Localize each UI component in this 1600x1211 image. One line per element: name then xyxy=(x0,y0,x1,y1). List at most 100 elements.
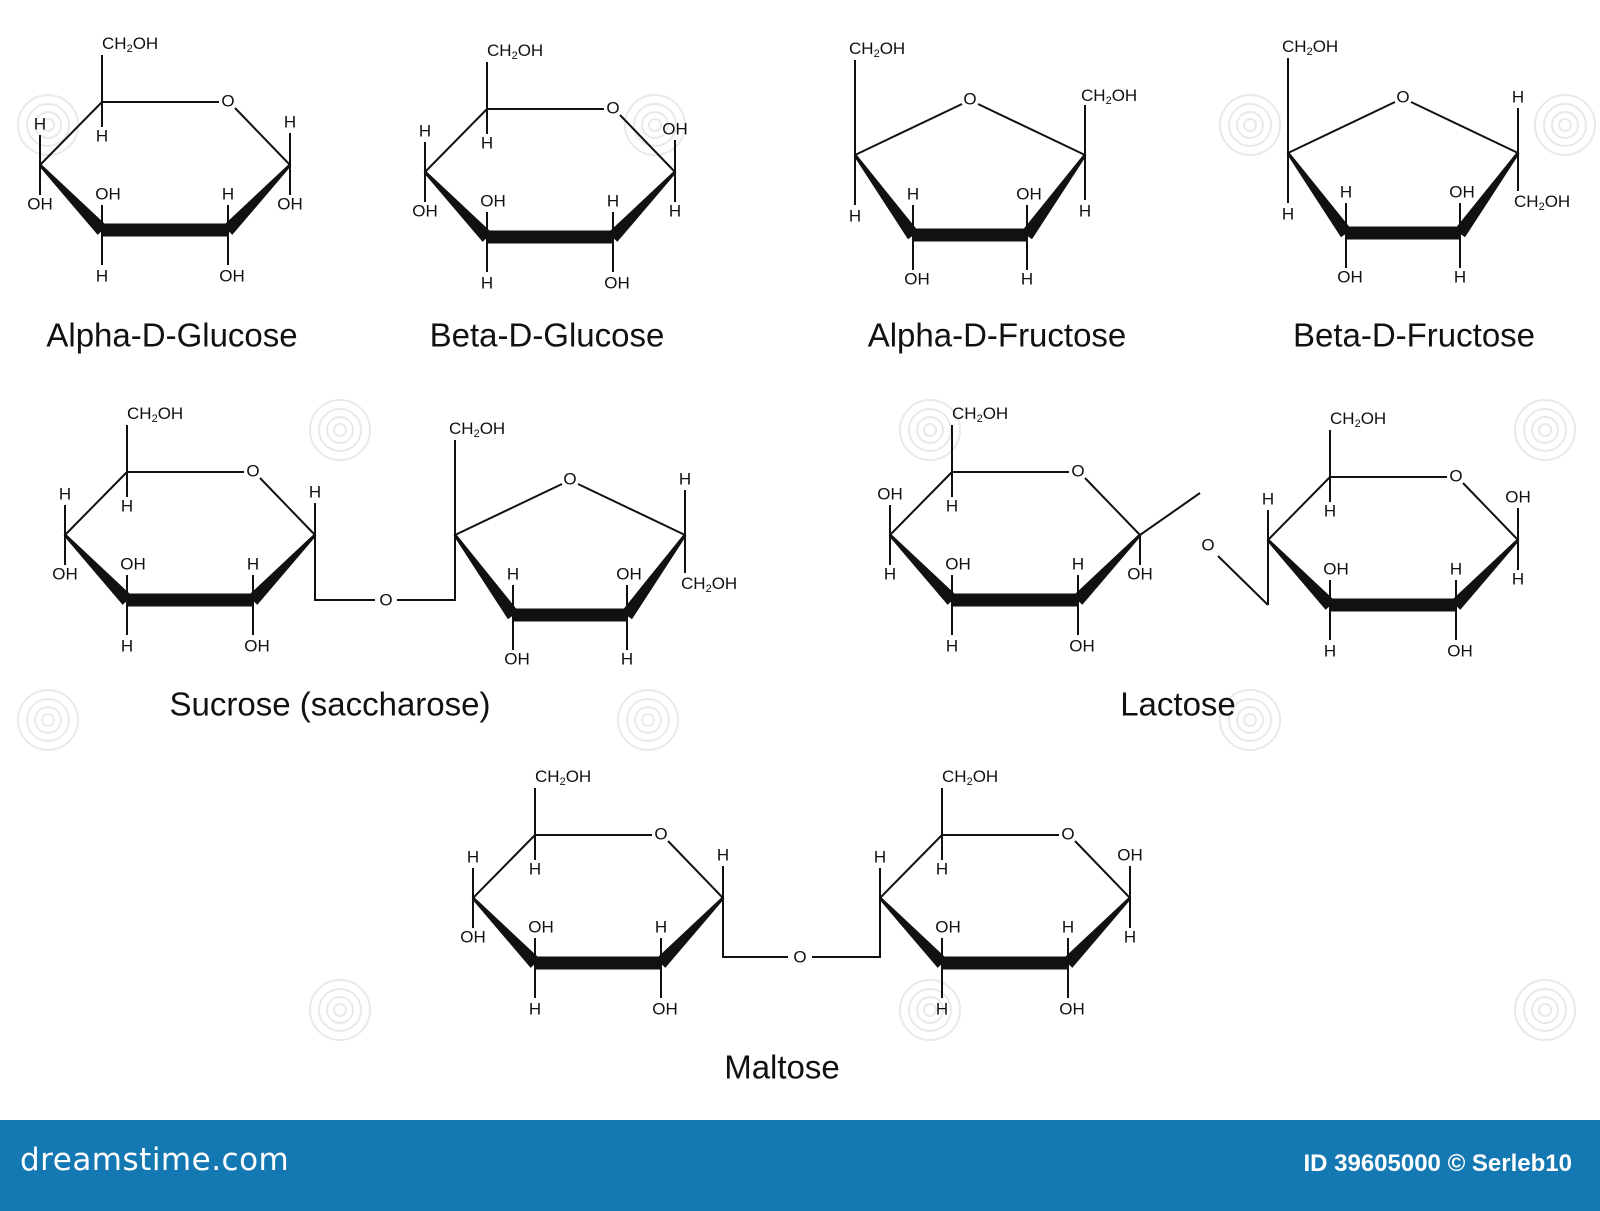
hydroxyl-label: OH xyxy=(95,184,121,203)
watermark-spiral xyxy=(899,979,961,1041)
watermark-ring xyxy=(1531,996,1559,1024)
watermark-ring xyxy=(1534,94,1596,156)
watermark-ring xyxy=(26,698,70,742)
watermark-spiral xyxy=(17,689,79,751)
hydrogen-label: H xyxy=(884,564,896,583)
watermark-spiral xyxy=(624,94,686,156)
hydroxyl-label: OH xyxy=(504,649,530,668)
footer-brand[interactable]: dreamstime.com xyxy=(20,1142,290,1178)
ring-oxygen-label: O xyxy=(379,590,392,609)
hydrogen-label: H xyxy=(222,184,234,203)
ring-oxygen-label: O xyxy=(963,89,976,108)
ch2oh-label: CH2OH xyxy=(127,404,183,424)
watermark-ring xyxy=(1228,103,1272,147)
watermark-ring xyxy=(899,979,961,1041)
bond-line xyxy=(234,107,291,166)
maltose-structure: O xyxy=(722,898,881,966)
ch2oh-label: CH2OH xyxy=(535,767,591,787)
hydrogen-label: H xyxy=(59,484,71,503)
hydrogen-label: H xyxy=(467,847,479,866)
watermark-spiral xyxy=(309,399,371,461)
hydroxyl-label: OH xyxy=(935,917,961,936)
hydroxyl-label: OH xyxy=(1059,999,1085,1018)
hydroxyl-label: OH xyxy=(945,554,971,573)
wedge-bond xyxy=(126,593,254,607)
ring-oxygen-label: O xyxy=(1071,461,1084,480)
hydroxyl-label: OH xyxy=(604,273,630,292)
hydrogen-label: H xyxy=(1512,569,1524,588)
hydroxyl-label: OH xyxy=(877,484,903,503)
hydrogen-label: H xyxy=(284,112,296,131)
hydrogen-label: H xyxy=(679,469,691,488)
hydrogen-label: H xyxy=(121,636,133,655)
watermark-ring xyxy=(633,103,677,147)
watermark-ring xyxy=(1236,706,1264,734)
ring-oxygen-label: O xyxy=(563,469,576,488)
ch2oh-label: CH2OH xyxy=(102,34,158,54)
ring-oxygen-label: O xyxy=(246,461,259,480)
bond-line xyxy=(1084,477,1141,536)
watermark-ring xyxy=(17,689,79,751)
bond-line xyxy=(397,535,456,601)
sucrose-structure: O xyxy=(314,535,456,609)
bond-line xyxy=(39,101,103,166)
hydroxyl-label: OH xyxy=(27,194,53,213)
watermark-ring xyxy=(309,979,371,1041)
lactose-structure: O xyxy=(1139,492,1269,606)
watermark-ring xyxy=(634,706,662,734)
hydrogen-label: H xyxy=(529,859,541,878)
wedge-bond xyxy=(912,228,1028,242)
watermark-ring xyxy=(641,713,655,727)
bond-line xyxy=(1217,555,1269,606)
wedge-bond xyxy=(534,956,662,970)
hydrogen-label: H xyxy=(1450,559,1462,578)
wedge-bond xyxy=(1345,226,1461,240)
hydroxyl-label: OH xyxy=(1127,564,1153,583)
hydroxyl-label: OH xyxy=(460,927,486,946)
watermark-spiral xyxy=(1219,689,1281,751)
bond-line xyxy=(314,535,375,601)
watermark-ring xyxy=(26,103,70,147)
watermark-ring xyxy=(923,423,937,437)
watermark-ring xyxy=(923,1003,937,1017)
ring-oxygen-label: O xyxy=(1396,87,1409,106)
watermark-ring xyxy=(648,118,662,132)
lactose-title: Lactose xyxy=(1120,686,1236,723)
watermark-ring xyxy=(34,706,62,734)
alpha-d-glucose-title: Alpha-D-Glucose xyxy=(46,317,297,354)
watermark-ring xyxy=(908,988,952,1032)
hydrogen-label: H xyxy=(1324,641,1336,660)
watermark-ring xyxy=(1514,399,1576,461)
watermark-ring xyxy=(1531,416,1559,444)
bond-line xyxy=(667,840,724,899)
watermark-ring xyxy=(1538,423,1552,437)
bond-line xyxy=(64,471,128,536)
hydrogen-label: H xyxy=(874,847,886,866)
watermark-ring xyxy=(41,713,55,727)
hydrogen-label: H xyxy=(1282,204,1294,223)
watermark-ring xyxy=(899,399,961,461)
hydrogen-label: H xyxy=(1262,489,1274,508)
hydrogen-label: H xyxy=(529,999,541,1018)
hydrogen-label: H xyxy=(621,649,633,668)
watermark-ring xyxy=(318,988,362,1032)
bond-line xyxy=(879,834,943,899)
hydroxyl-label: OH xyxy=(1069,636,1095,655)
watermark-ring xyxy=(1523,988,1567,1032)
hydroxyl-label: OH xyxy=(1449,182,1475,201)
hydrogen-label: H xyxy=(96,266,108,285)
hydrogen-label: H xyxy=(849,206,861,225)
ring-oxygen-label: O xyxy=(1449,466,1462,485)
hydrogen-label: H xyxy=(1021,269,1033,288)
watermark-ring xyxy=(641,111,669,139)
ring-oxygen-label: O xyxy=(793,947,806,966)
bond-line xyxy=(1074,840,1131,899)
watermark-spiral xyxy=(617,689,679,751)
watermark-ring xyxy=(624,94,686,156)
